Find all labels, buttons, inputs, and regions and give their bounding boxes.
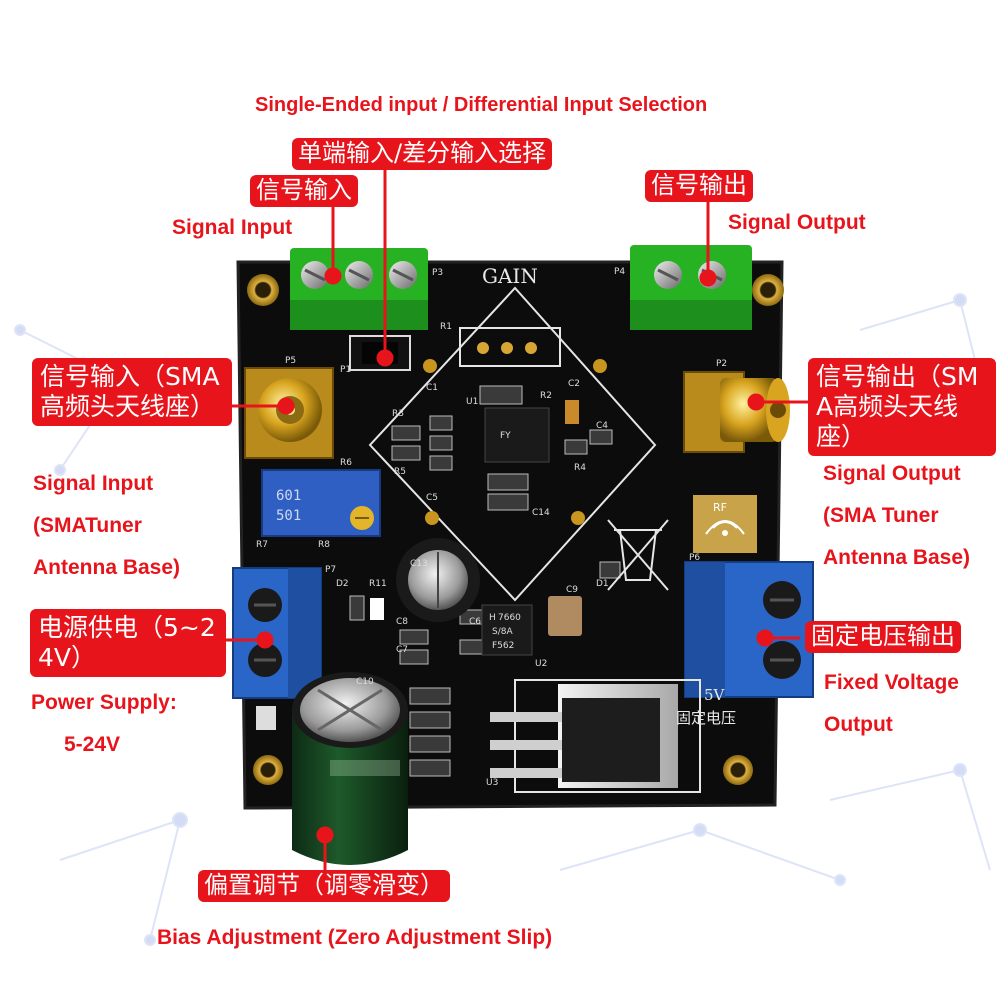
5v-silkscreen: 5V xyxy=(704,686,726,704)
sma-input-label-cn: 信号输入（SMA高频头天线座） xyxy=(32,358,232,426)
svg-text:P5: P5 xyxy=(285,356,296,366)
svg-text:P3: P3 xyxy=(432,268,443,278)
selection-label-en: Single-Ended input / Differential Input … xyxy=(255,94,708,116)
sma-output-label-en: Signal Output (SMA Tuner Antenna Base) xyxy=(823,462,971,569)
sma-output-label-cn: 信号输出（SMA高频头天线座） xyxy=(808,358,996,456)
svg-text:P2: P2 xyxy=(716,359,727,369)
signal-output-terminal xyxy=(630,245,752,330)
sma-output-connector xyxy=(683,371,790,453)
bias-label-cn: 偏置调节（调零滑变） xyxy=(198,870,450,902)
svg-text:D2: D2 xyxy=(336,579,349,589)
signal-output-label-cn: 信号输出 xyxy=(645,170,753,202)
power-supply-terminal xyxy=(232,567,322,699)
smd-components xyxy=(256,385,621,777)
mounting-holes xyxy=(247,274,784,785)
svg-text:FY: FY xyxy=(500,431,511,441)
weee-bin-icon xyxy=(607,519,669,591)
svg-text:601: 601 xyxy=(276,488,301,504)
signal-output-label-en: Signal Output xyxy=(728,211,866,234)
gain-silkscreen: GAIN xyxy=(368,264,657,602)
signal-input-label-en: Signal Input xyxy=(172,216,293,239)
gain-label: GAIN xyxy=(482,264,538,288)
sma-input-label-en: Signal Input (SMATuner Antenna Base) xyxy=(33,472,181,579)
svg-text:P1: P1 xyxy=(340,365,351,375)
bias-label-en: Bias Adjustment (Zero Adjustment Slip) xyxy=(157,926,553,949)
vias xyxy=(423,359,607,525)
svg-text:P6: P6 xyxy=(689,553,700,563)
fixed-voltage-terminal xyxy=(684,561,814,698)
selection-label-cn: 单端输入/差分输入选择 xyxy=(292,138,553,170)
svg-text:C14: C14 xyxy=(532,508,550,518)
svg-text:U3: U3 xyxy=(486,778,498,788)
svg-text:R6: R6 xyxy=(340,458,352,468)
svg-text:C4: C4 xyxy=(596,421,608,431)
svg-text:R3: R3 xyxy=(392,409,404,419)
svg-text:C1: C1 xyxy=(426,383,438,393)
svg-text:R4: R4 xyxy=(574,463,586,473)
svg-text:C9: C9 xyxy=(566,585,578,595)
rf-badge: RF xyxy=(693,495,757,553)
voltage-regulator-u3: 固定电压 5V xyxy=(490,679,736,793)
large-electrolytic-capacitor xyxy=(292,672,408,865)
annotation-pointers xyxy=(224,165,808,882)
svg-text:R7: R7 xyxy=(256,540,268,550)
svg-text:R11: R11 xyxy=(369,579,387,589)
svg-text:R5: R5 xyxy=(394,467,406,477)
svg-text:501: 501 xyxy=(276,508,301,524)
svg-text:R8: R8 xyxy=(318,540,330,550)
svg-text:P7: P7 xyxy=(325,565,336,575)
svg-text:C8: C8 xyxy=(396,617,408,627)
svg-text:U2: U2 xyxy=(535,659,547,669)
svg-text:P4: P4 xyxy=(614,267,625,277)
svg-text:C2: C2 xyxy=(568,379,580,389)
component-refs: P3 P4 P5 P2 P1 P6 P7 R1 R2 R3 R4 R5 R6 R… xyxy=(256,267,727,788)
svg-text:C6: C6 xyxy=(469,617,481,627)
fixed-voltage-silkscreen: 固定电压 xyxy=(676,709,736,727)
svg-text:F562: F562 xyxy=(492,641,514,651)
svg-text:7660: 7660 xyxy=(498,613,521,623)
svg-text:C7: C7 xyxy=(396,645,408,655)
svg-text:C13: C13 xyxy=(410,559,428,569)
svg-text:RF: RF xyxy=(713,501,727,514)
svg-text:R1: R1 xyxy=(440,322,452,332)
bias-trimmer-potentiometer: 601 501 xyxy=(261,469,381,537)
svg-text:U1: U1 xyxy=(466,397,478,407)
op-amp-chip-u1: FY xyxy=(484,407,550,463)
svg-text:C10: C10 xyxy=(356,677,374,687)
power-label-en: Power Supply: 5-24V xyxy=(31,691,177,756)
svg-text:H: H xyxy=(489,613,496,623)
gain-header xyxy=(459,327,561,367)
signal-input-terminal xyxy=(290,248,428,330)
svg-text:R2: R2 xyxy=(540,391,552,401)
svg-text:D1: D1 xyxy=(596,579,609,589)
small-electrolytic-capacitor xyxy=(396,538,480,622)
power-label-cn: 电源供电（5~24V） xyxy=(30,609,226,677)
svg-text:C5: C5 xyxy=(426,493,438,503)
signal-input-label-cn: 信号输入 xyxy=(250,175,358,207)
svg-text:S/8A: S/8A xyxy=(492,627,513,637)
fixed-voltage-label-cn: 固定电压输出 xyxy=(805,621,961,653)
fixed-voltage-label-en: Fixed Voltage Output xyxy=(824,671,959,736)
chip-u2: H 7660 S/8A F562 xyxy=(481,604,533,656)
